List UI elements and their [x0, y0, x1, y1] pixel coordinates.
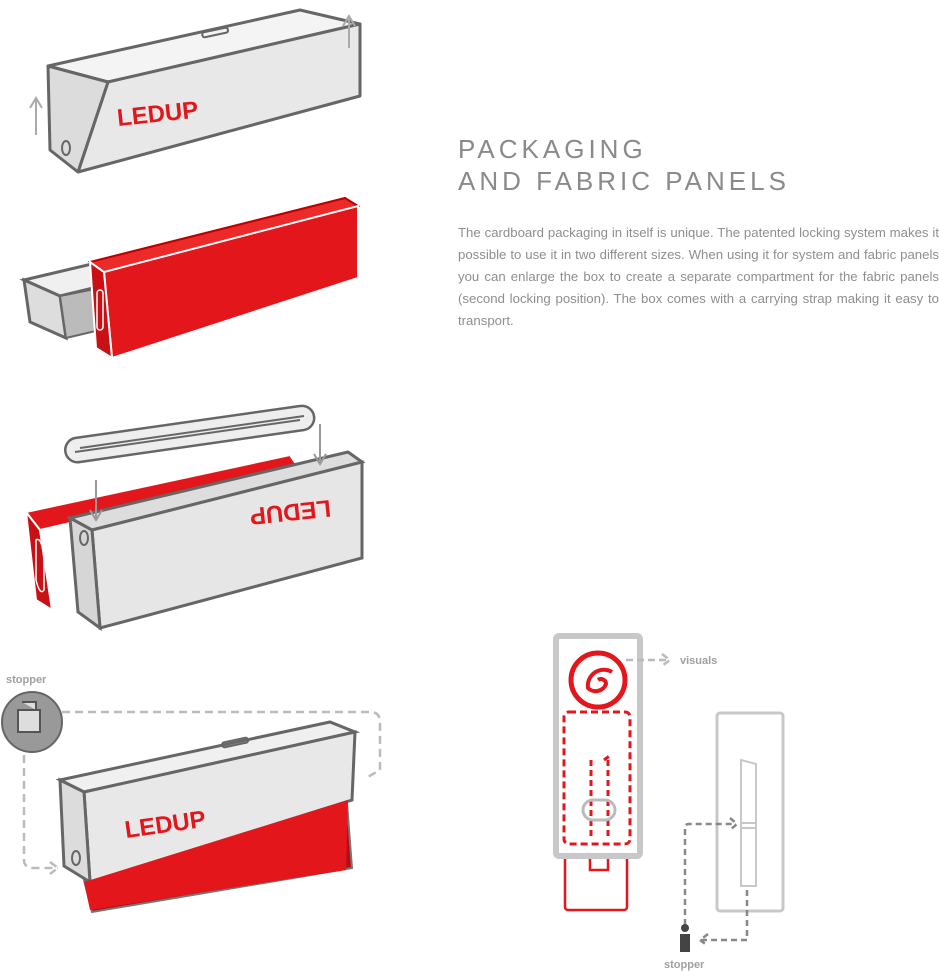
cross-section-diagram: visuals stopper	[553, 633, 785, 971]
arrow-down-icon	[313, 424, 327, 466]
box-open-illustration: LEDUP	[24, 404, 366, 632]
arrow-down-icon	[89, 480, 103, 522]
page-title: PACKAGING AND FABRIC PANELS	[458, 133, 790, 197]
box-closed-illustration: LEDUP	[29, 8, 362, 174]
box-stopper-illustration: stopper LEDUP	[1, 674, 382, 914]
title-line-2: AND FABRIC PANELS	[458, 166, 790, 196]
arrow-up-icon	[29, 96, 43, 135]
arrow-up-icon	[342, 14, 356, 48]
title-line-1: PACKAGING	[458, 134, 647, 164]
fabric-rolls	[63, 404, 316, 464]
stopper-label-right: stopper	[664, 959, 705, 971]
visuals-label: visuals	[680, 655, 717, 667]
stopper-icon	[681, 924, 689, 932]
description-paragraph: The cardboard packaging in itself is uni…	[458, 225, 939, 328]
stopper-label-left: stopper	[6, 674, 47, 686]
box-sleeve-illustration	[19, 196, 361, 360]
